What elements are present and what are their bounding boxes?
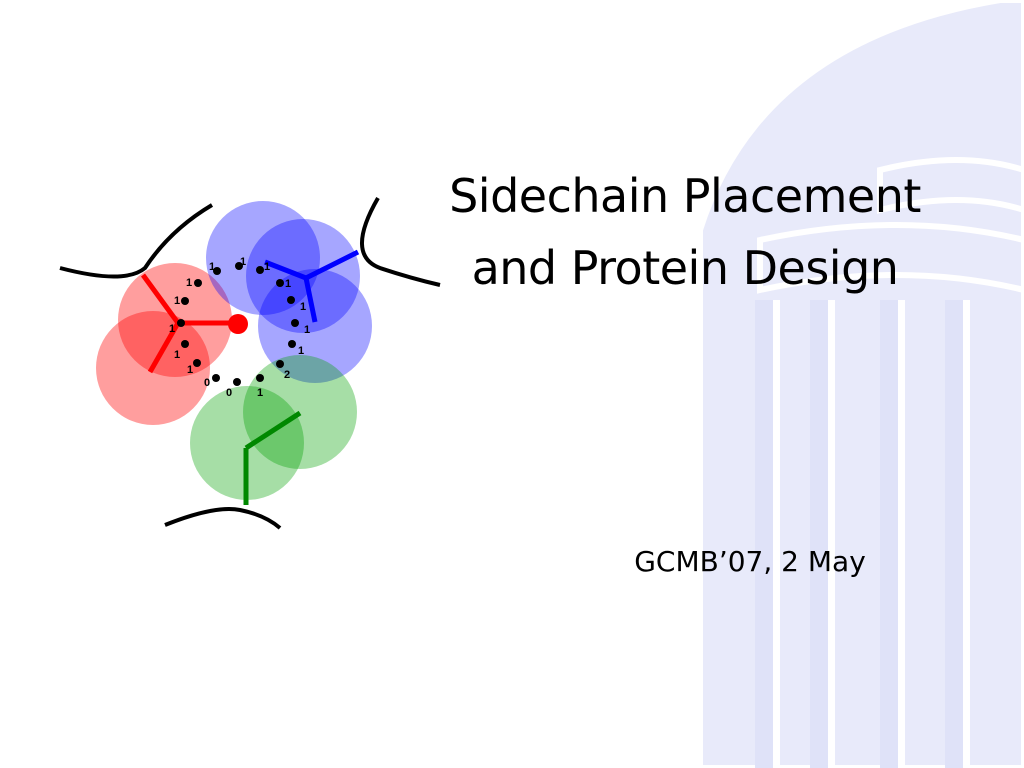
blue-sphere-left xyxy=(206,201,320,315)
rotamer-dots xyxy=(177,262,299,386)
title-line-1: Sidechain Placement xyxy=(449,169,921,223)
dot-label: 1 xyxy=(209,261,215,273)
dot-label: 1 xyxy=(298,345,304,357)
dot-label: 1 xyxy=(300,301,306,313)
dot-label: 2 xyxy=(284,369,290,381)
backbone-right xyxy=(360,196,441,287)
dot-label: 1 xyxy=(186,277,192,289)
green-sphere-right xyxy=(243,355,357,469)
dot-label: 1 xyxy=(257,387,263,399)
dot-label: 1 xyxy=(264,261,270,273)
slide-subtitle: GCMB’07, 2 May xyxy=(634,545,866,578)
red-atom xyxy=(228,314,248,334)
backbone-bottom xyxy=(164,507,282,530)
green-sphere-left xyxy=(190,386,304,500)
green-sidechain xyxy=(243,410,302,505)
red-sidechain xyxy=(140,273,238,374)
dot-label: 1 xyxy=(174,349,180,361)
backbone-left xyxy=(59,203,214,279)
dot-label: 1 xyxy=(304,324,310,336)
slide-title: Sidechain Placement and Protein Design xyxy=(410,160,960,304)
title-line-2: and Protein Design xyxy=(471,241,899,295)
dot-labels: 1 1 1 1 1 1 1 1 1 1 1 1 2 1 0 0 xyxy=(169,256,310,399)
blue-sidechain xyxy=(264,249,360,323)
blue-sphere-lower xyxy=(258,269,372,383)
dot-label: 1 xyxy=(174,295,180,307)
dot-label: 1 xyxy=(187,364,193,376)
dot-label: 1 xyxy=(240,256,246,268)
dot-label: 0 xyxy=(226,387,232,399)
dot-label: 1 xyxy=(285,278,291,290)
dot-label: 0 xyxy=(204,377,210,389)
dot-label: 1 xyxy=(169,323,175,335)
